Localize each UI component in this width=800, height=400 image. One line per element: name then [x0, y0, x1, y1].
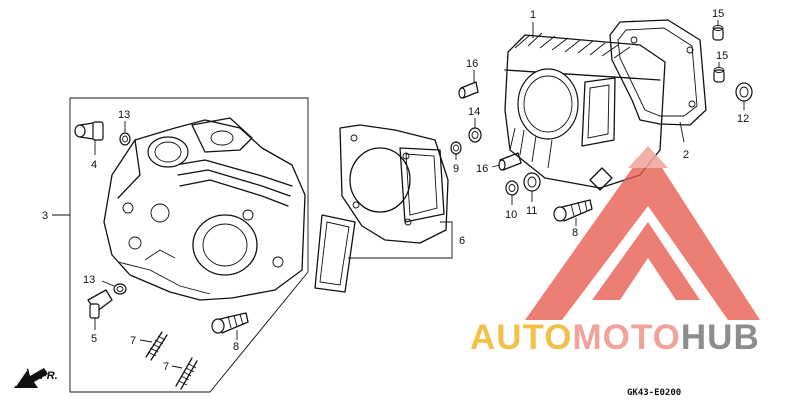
cylinder-head-frame: [52, 97, 309, 393]
part-6-head-gasket: [339, 124, 449, 244]
callout-5: 5: [91, 333, 97, 345]
part-13-oring-bottom: [101, 280, 127, 295]
part-6-bracket: [348, 221, 453, 259]
part-11-seal: [523, 172, 541, 202]
callout-15a: 15: [712, 8, 724, 20]
part-5-joint: [87, 289, 113, 330]
watermark-moto: MOTO: [572, 318, 681, 357]
callout-1: 1: [530, 9, 536, 21]
watermark-hub: HUB: [680, 318, 760, 357]
part-13-oring-top: [119, 121, 131, 146]
callout-2: 2: [683, 149, 689, 161]
front-arrow-icon: [14, 368, 48, 388]
callout-7a: 7: [130, 335, 136, 347]
callout-4: 4: [91, 159, 97, 171]
callout-15b: 15: [716, 50, 728, 62]
part-2-base-gasket: [609, 19, 707, 143]
callout-13a: 13: [118, 109, 130, 121]
callout-7b: 7: [163, 361, 169, 373]
callouts: 1 2 3 4 5 6 7 7 8 8 9 10 11 12 13 13 14 …: [40, 8, 749, 398]
part-10-washer: [505, 180, 519, 205]
callout-14: 14: [468, 106, 480, 118]
part-4-plug: [74, 121, 104, 155]
part-code: GK43-E0200: [627, 388, 681, 398]
part-6-oring-gasket: [314, 214, 356, 293]
part-8-bolt-upper: [553, 199, 593, 226]
callout-16a: 16: [466, 58, 478, 70]
callout-8b: 8: [572, 227, 578, 239]
part-7-stud-b: [171, 357, 198, 390]
part-8-bolt-lower: [211, 312, 249, 340]
callout-13b: 13: [83, 274, 95, 286]
watermark-logo: [525, 146, 760, 320]
watermark-auto: AUTO: [470, 318, 573, 357]
watermark-wordmark: AUTOMOTOHUB: [470, 318, 760, 358]
part-15-dowel-top: [712, 20, 724, 41]
part-7-stud-a: [139, 331, 168, 361]
part-15-dowel-mid: [713, 62, 725, 83]
callout-10: 10: [505, 209, 517, 221]
part-9-washer: [450, 141, 462, 160]
callout-8a: 8: [233, 341, 239, 353]
part-12-seal: [735, 82, 753, 110]
callout-16b: 16: [476, 163, 488, 175]
callout-3: 3: [42, 210, 48, 222]
part-16-dowel-bottom: [491, 152, 522, 171]
callout-11: 11: [526, 205, 537, 217]
callout-9: 9: [453, 163, 459, 175]
callout-12: 12: [737, 113, 749, 125]
callout-6: 6: [459, 235, 465, 247]
cylinder-head: [103, 117, 306, 301]
part-14-seal: [468, 118, 482, 143]
part-16-dowel-top: [458, 70, 479, 99]
front-label: FR.: [40, 370, 58, 382]
